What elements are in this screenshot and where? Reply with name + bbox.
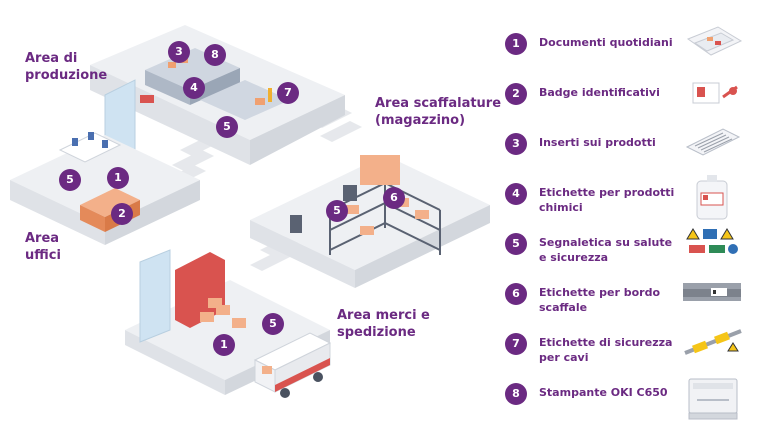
legend-number: 8 xyxy=(505,383,527,405)
map-badge-3: 3 xyxy=(168,41,190,63)
map-badge-6: 6 xyxy=(383,187,405,209)
map-badge-1-shipping: 1 xyxy=(213,334,235,356)
map-badge-4: 4 xyxy=(183,77,205,99)
documents-icon xyxy=(686,26,743,56)
printer-icon xyxy=(688,378,738,420)
office-area xyxy=(10,132,200,245)
badge-icon xyxy=(692,82,738,104)
factory-illustration xyxy=(10,25,490,398)
legend-text: Segnaletica su salute e sicurezza xyxy=(539,236,673,264)
legend-item: 4 Etichette per prodotti chimici xyxy=(505,175,755,223)
legend-text: Badge identificativi xyxy=(539,86,660,99)
map-badge-8: 8 xyxy=(204,44,226,66)
legend-text: Inserti sui prodotti xyxy=(539,136,656,149)
cable-label-icon xyxy=(684,329,742,355)
legend-text: Etichette per bordo scaffale xyxy=(539,286,661,314)
legend-item: 2 Badge identificativi xyxy=(505,82,755,123)
legend-number: 2 xyxy=(505,83,527,105)
legend-item: 1 Documenti quotidiani xyxy=(505,26,755,73)
legend-number: 6 xyxy=(505,283,527,305)
area-label-offices: Area uffici xyxy=(25,231,61,263)
area-label-shipping: Area merci e spedizione xyxy=(337,308,430,340)
legend-number: 7 xyxy=(505,333,527,355)
map-badge-5-offices: 5 xyxy=(59,169,81,191)
legend-number: 4 xyxy=(505,183,527,205)
legend-item: 5 Segnaletica su salute e sicurezza xyxy=(505,228,755,273)
chemical-container-icon xyxy=(696,175,728,220)
safety-signs-icon xyxy=(686,228,738,254)
legend-text: Etichette di sicurezza per cavi xyxy=(539,336,673,364)
legend-text: Stampante OKI C650 xyxy=(539,386,668,399)
shelf-edge-icon xyxy=(683,283,741,301)
legend-number: 1 xyxy=(505,33,527,55)
legend-item: 8 Stampante OKI C650 xyxy=(505,378,755,423)
map-badge-7: 7 xyxy=(277,82,299,104)
area-label-warehouse: Area scaffalature (magazzino) xyxy=(375,96,502,128)
legend-item: 7 Etichette di sicurezza per cavi xyxy=(505,329,755,373)
legend-item: 6 Etichette per bordo scaffale xyxy=(505,283,755,323)
legend-text: Etichette per prodotti chimici xyxy=(539,186,675,214)
legend-item: 3 Inserti sui prodotti xyxy=(505,128,755,173)
product-insert-icon xyxy=(685,128,741,156)
map-badge-5-shipping: 5 xyxy=(262,313,284,335)
area-label-production: Area di produzione xyxy=(25,51,108,83)
map-badge-2: 2 xyxy=(111,203,133,225)
map-badge-1-offices: 1 xyxy=(107,167,129,189)
legend-number: 3 xyxy=(505,133,527,155)
shipping-area xyxy=(125,249,332,398)
map-badge-5-warehouse: 5 xyxy=(326,200,348,222)
warehouse-area xyxy=(250,155,490,288)
map-badge-5-production: 5 xyxy=(216,116,238,138)
legend-text: Documenti quotidiani xyxy=(539,36,673,49)
legend-number: 5 xyxy=(505,233,527,255)
